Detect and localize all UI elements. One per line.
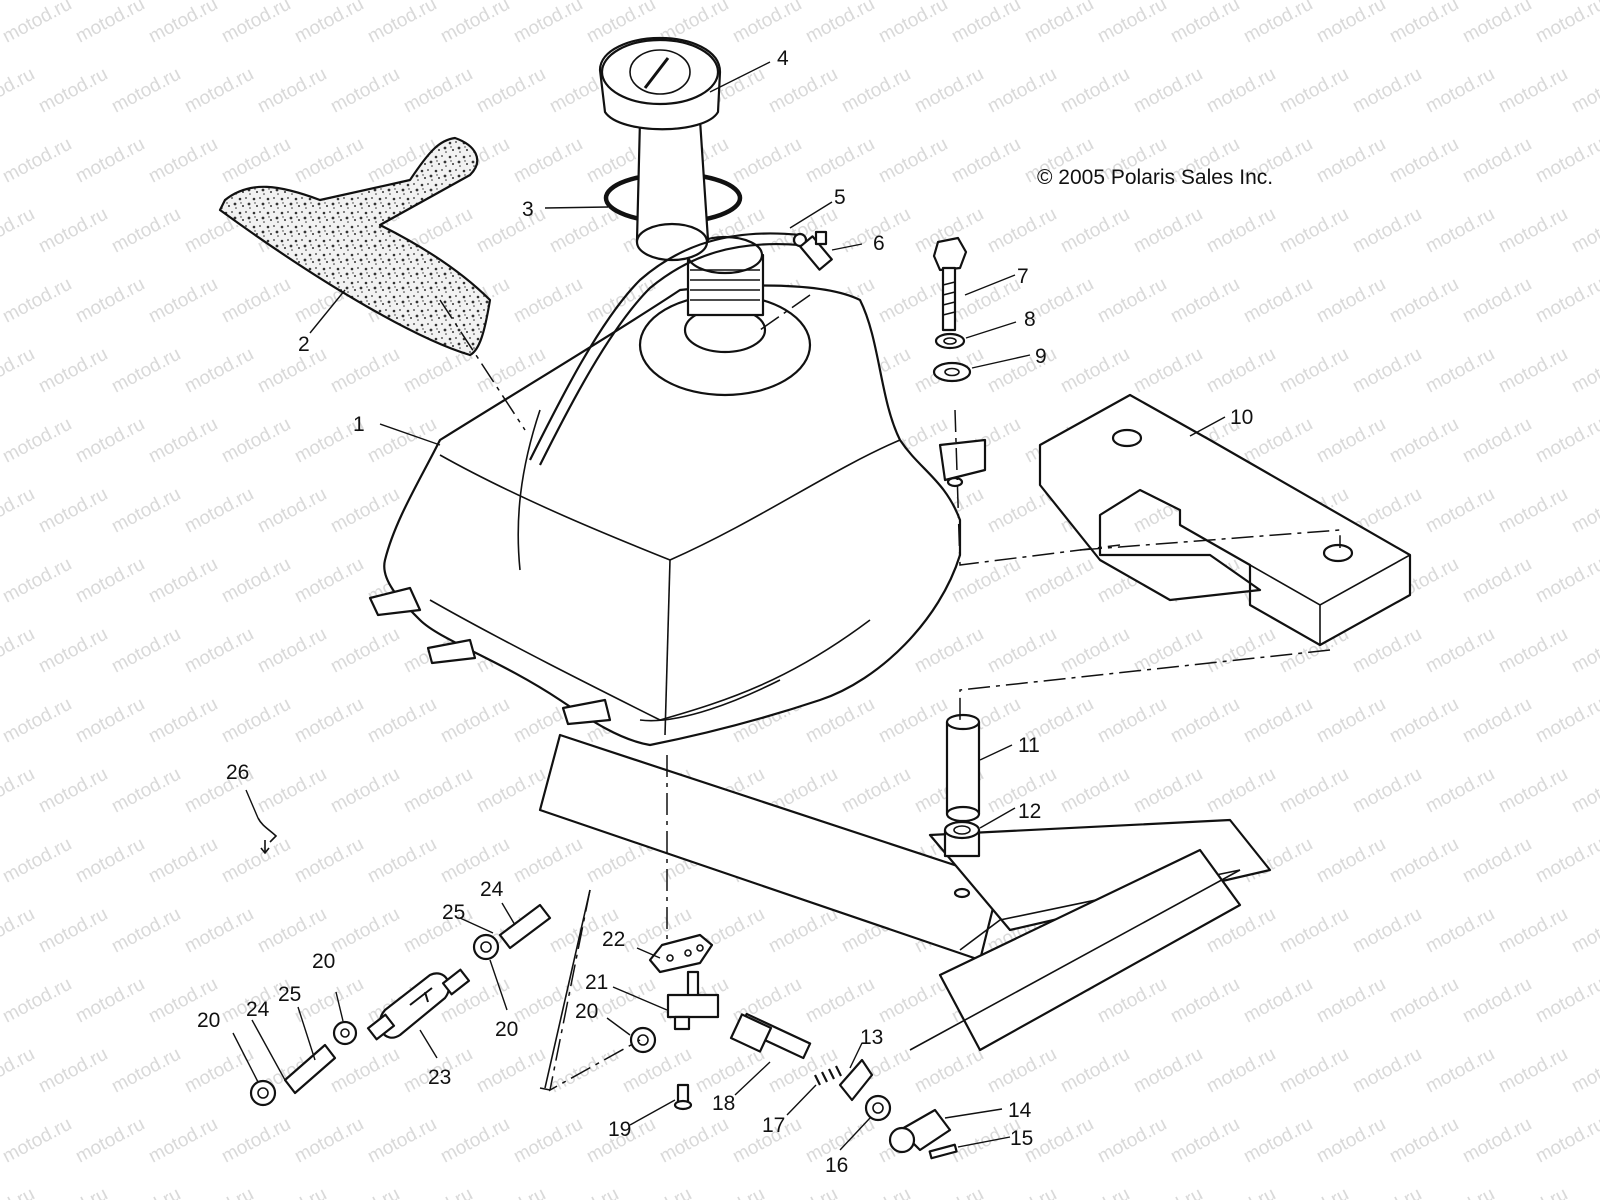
fuel-tank xyxy=(368,235,987,747)
fuel-hoses xyxy=(283,903,552,1095)
callout-5: 5 xyxy=(834,186,846,209)
copyright-notice: © 2005 Polaris Sales Inc. xyxy=(1037,166,1273,189)
grommet xyxy=(943,820,981,899)
callout-2: 2 xyxy=(298,333,310,356)
callout-22: 22 xyxy=(602,928,625,951)
callout-19: 19 xyxy=(608,1118,631,1141)
callout-4: 4 xyxy=(777,47,789,70)
callout-16: 16 xyxy=(825,1154,848,1177)
flat-washer xyxy=(932,361,972,383)
callout-12: 12 xyxy=(1018,800,1041,823)
lock-washer xyxy=(934,332,966,350)
fuel-cap xyxy=(598,36,722,262)
callout-11: 11 xyxy=(1018,734,1040,757)
callout-23: 23 xyxy=(428,1066,451,1089)
callout-13: 13 xyxy=(860,1026,883,1049)
vent-fitting xyxy=(799,230,833,271)
leader-lines xyxy=(232,61,1226,1151)
callout-24-b: 24 xyxy=(480,878,504,901)
callout-26: 26 xyxy=(226,761,249,784)
callout-8: 8 xyxy=(1024,308,1036,331)
callout-9: 9 xyxy=(1035,345,1047,368)
callout-1: 1 xyxy=(353,413,365,436)
callout-17: 17 xyxy=(762,1114,785,1137)
callout-14: 14 xyxy=(1008,1099,1032,1122)
callout-7: 7 xyxy=(1017,265,1029,288)
callout-20-c: 20 xyxy=(495,1018,518,1041)
mount-pad xyxy=(1038,393,1412,647)
callout-20-b: 20 xyxy=(312,950,335,973)
hose-clamps xyxy=(249,933,657,1107)
callout-25-b: 25 xyxy=(442,901,465,924)
callout-24-a: 24 xyxy=(246,998,270,1021)
fuel-filter xyxy=(366,968,471,1041)
frame-rails xyxy=(538,733,1272,1052)
callout-20-a: 20 xyxy=(197,1009,220,1032)
callout-20-d: 20 xyxy=(575,1000,598,1023)
assembly-lines xyxy=(439,294,1341,1092)
mount-bolt xyxy=(932,236,968,332)
callout-10: 10 xyxy=(1230,406,1253,429)
callout-21: 21 xyxy=(585,971,608,994)
fuel-valve-assembly xyxy=(648,933,958,1160)
spacer xyxy=(945,713,981,823)
small-fastener xyxy=(257,817,278,855)
callout-6: 6 xyxy=(873,232,885,255)
callout-18: 18 xyxy=(712,1092,735,1115)
callout-25-a: 25 xyxy=(278,983,301,1006)
foam-pad xyxy=(218,136,492,357)
callout-3: 3 xyxy=(522,198,534,221)
callout-labels: 1 2 3 4 5 6 7 8 9 10 11 12 13 14 15 16 1… xyxy=(197,47,1253,1177)
callout-15: 15 xyxy=(1010,1127,1033,1150)
